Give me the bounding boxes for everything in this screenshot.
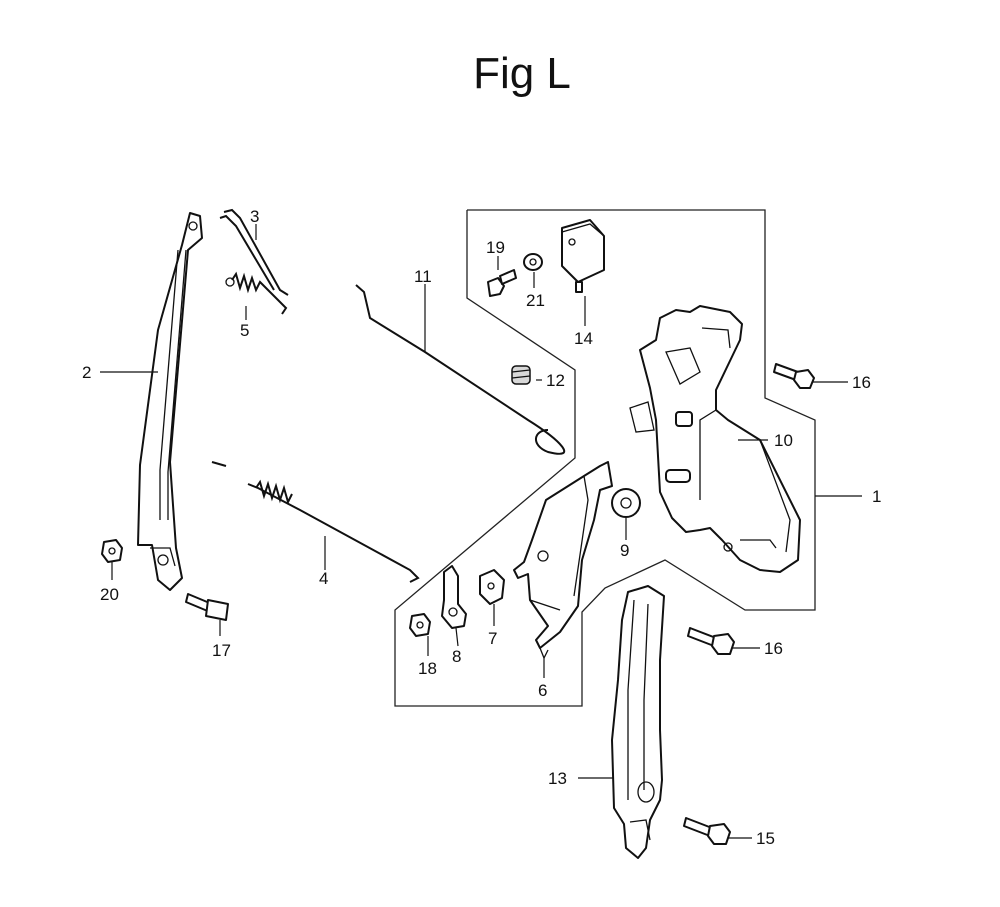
callout-6: 6 <box>538 681 547 700</box>
callout-8: 8 <box>452 647 461 666</box>
part-18-nut <box>409 613 431 637</box>
part-20-nut <box>101 539 123 563</box>
callout-16-upper: 16 <box>852 373 871 392</box>
callout-10: 10 <box>774 431 793 450</box>
part-17-bolt <box>185 593 229 621</box>
callout-5: 5 <box>240 321 249 340</box>
part-8-lever <box>441 565 467 629</box>
part-16-bolt-lower <box>687 627 735 655</box>
part-3-clip <box>219 208 289 296</box>
callout-13: 13 <box>548 769 567 788</box>
callout-12: 12 <box>546 371 565 390</box>
part-9-washer <box>611 488 641 518</box>
callout-2: 2 <box>82 363 91 382</box>
part-4-rod <box>211 461 420 583</box>
part-2-lever <box>137 212 203 591</box>
part-13-plate <box>611 585 665 859</box>
part-15-bolt <box>683 817 731 845</box>
callout-20: 20 <box>100 585 119 604</box>
part-12-spring <box>511 365 531 385</box>
part-16-bolt-upper <box>773 363 815 389</box>
callout-15: 15 <box>756 829 775 848</box>
part-19-screw <box>487 269 517 297</box>
callout-18: 18 <box>418 659 437 678</box>
callout-9: 9 <box>620 541 629 560</box>
part-21-washer <box>523 253 543 271</box>
callout-19: 19 <box>486 238 505 257</box>
part-5-spring <box>225 271 288 315</box>
callout-11: 11 <box>414 267 432 286</box>
part-11-rod <box>355 284 565 455</box>
callout-16-lower: 16 <box>764 639 783 658</box>
part-7-washer <box>479 569 505 605</box>
part-14-switch <box>561 219 605 293</box>
figure-title: Fig L <box>473 49 571 98</box>
leader-lines <box>100 224 862 839</box>
part-6-lever <box>513 461 613 660</box>
callout-3: 3 <box>250 207 259 226</box>
callout-1: 1 <box>872 487 881 506</box>
callout-4: 4 <box>319 569 328 588</box>
assembly-boundary <box>394 209 816 707</box>
part-10-bracket <box>629 305 801 573</box>
callout-7: 7 <box>488 629 497 648</box>
callout-17: 17 <box>212 641 231 660</box>
callout-21: 21 <box>526 291 545 310</box>
callout-14: 14 <box>574 329 593 348</box>
